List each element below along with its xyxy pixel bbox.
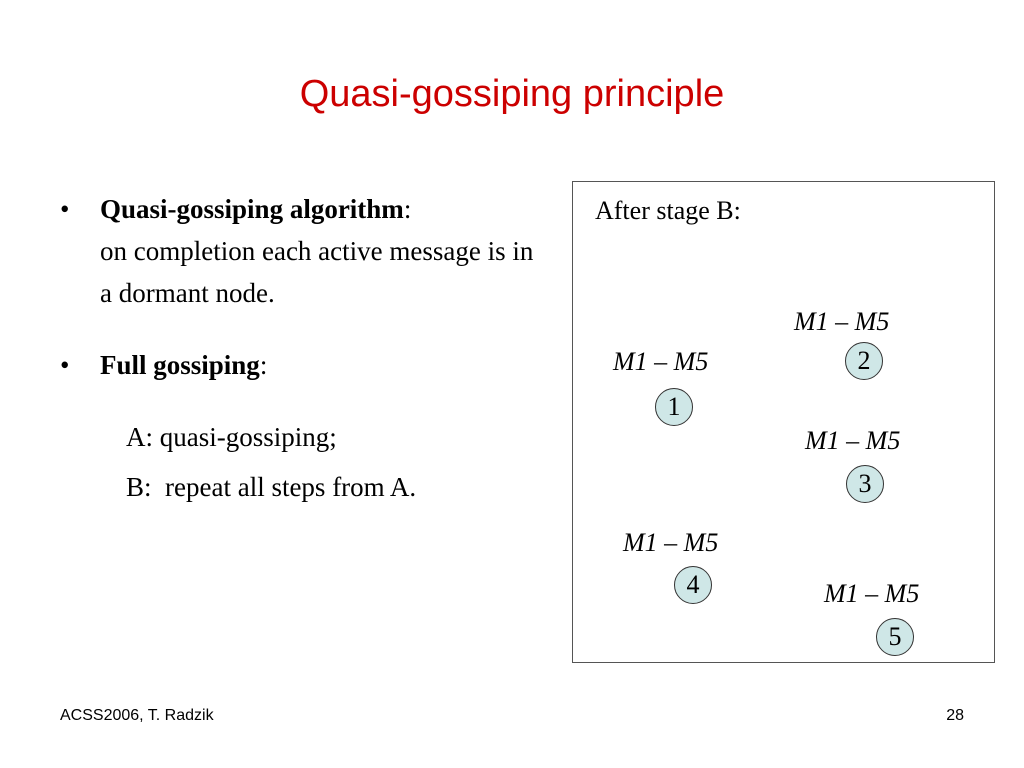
node-3-label: M1 – M5	[805, 426, 901, 455]
node-2-label: M1 – M5	[794, 307, 890, 336]
bullet-body: Full gossiping:	[100, 344, 540, 386]
bullet-marker: •	[60, 194, 70, 224]
node-3: 3	[846, 465, 884, 503]
node-1: 1	[655, 388, 693, 426]
gossip-diagram: After stage B: M1 – M5 2 M1 – M5 1 M1 – …	[572, 181, 995, 663]
bullet-colon: :	[403, 194, 412, 224]
node-4-label: M1 – M5	[623, 528, 719, 557]
node-1-label: M1 – M5	[613, 347, 709, 376]
bullet-body: Quasi-gossiping algorithm: on completion …	[100, 188, 540, 314]
sub-item-b: B: repeat all steps from A.	[126, 472, 417, 502]
bullet-quasi-gossiping: • Quasi-gossiping algorithm: on completio…	[60, 188, 540, 314]
bullet-term: Quasi-gossiping algorithm	[100, 194, 404, 224]
sub-item-a: A: quasi-gossiping;	[126, 422, 337, 452]
diagram-heading: After stage B:	[595, 196, 741, 225]
node-5: 5	[876, 618, 914, 656]
slide-title: Quasi-gossiping principle	[299, 73, 725, 115]
bullet-text: on completion each active message is in …	[100, 236, 534, 308]
node-2: 2	[845, 342, 883, 380]
node-4: 4	[674, 566, 712, 604]
bullet-colon: :	[259, 350, 268, 380]
slide-number: 28	[946, 707, 964, 724]
node-5-label: M1 – M5	[824, 579, 920, 608]
bullet-list: • Quasi-gossiping algorithm: on completio…	[60, 188, 540, 386]
bullet-full-gossiping: • Full gossiping:	[60, 344, 540, 386]
bullet-term: Full gossiping	[100, 350, 260, 380]
bullet-marker: •	[60, 350, 70, 380]
footer-credit: ACSS2006, T. Radzik	[60, 707, 214, 724]
